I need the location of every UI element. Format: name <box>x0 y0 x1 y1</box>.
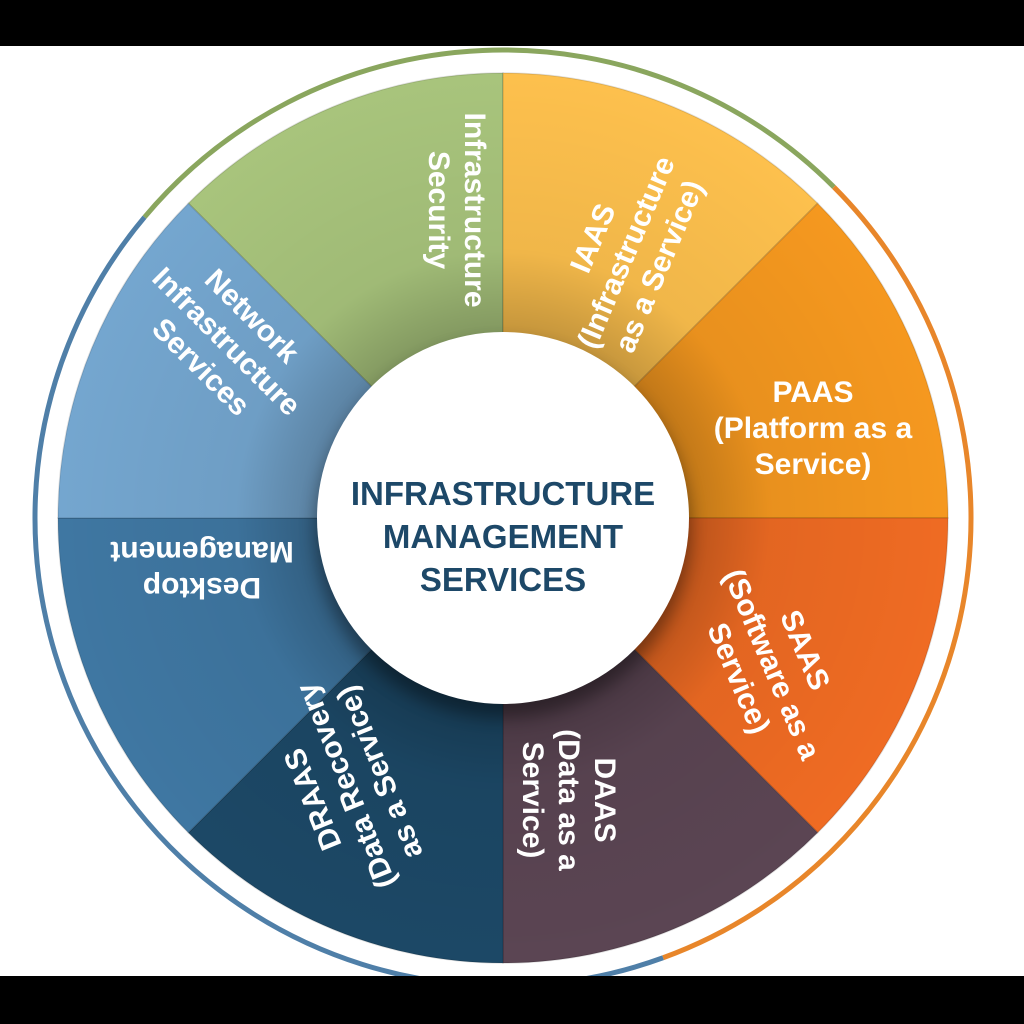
center-hub <box>317 332 689 704</box>
label-daas-line-2: (Data as a <box>552 729 585 871</box>
label-paas-line-3: Service) <box>755 448 872 481</box>
label-daas-line-3: Service) <box>516 742 549 859</box>
hub-title-line-1: INFRASTRUCTURE <box>351 475 655 512</box>
label-paas-line-1: PAAS <box>772 376 853 409</box>
label-infrastructure-security-line-1: Infrastructure <box>458 112 491 307</box>
label-daas-line-1: DAAS <box>588 757 621 842</box>
outer-ring-arc-right <box>662 185 974 961</box>
label-paas-line-2: (Platform as a <box>714 412 913 445</box>
label-desktop-management-line-1: Desktop <box>143 571 261 604</box>
outer-ring-arc-top <box>142 47 836 219</box>
outer-ring-arc-left <box>32 215 664 976</box>
hub-title-line-2: MANAGEMENT <box>383 518 623 555</box>
label-infrastructure-security-line-2: Security <box>422 151 455 270</box>
label-desktop-management-line-2: Management <box>110 535 293 568</box>
hub-title-line-3: SERVICES <box>420 561 586 598</box>
